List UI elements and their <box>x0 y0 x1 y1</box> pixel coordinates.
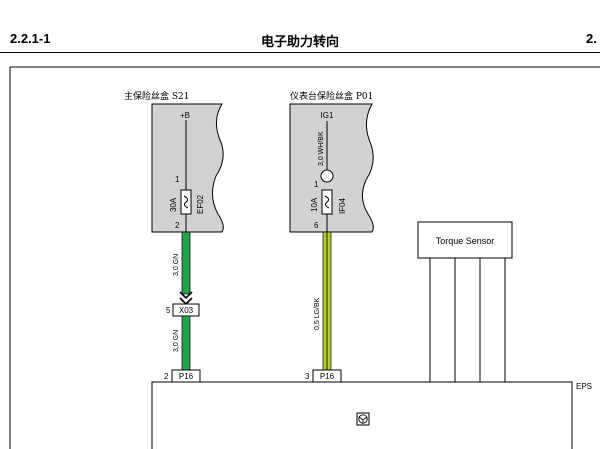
fuse-ef02-element <box>183 195 189 209</box>
connector-p16-b-pin: 3 <box>305 372 310 381</box>
connector-x03-pin: 5 <box>166 306 171 315</box>
connector-p16-b-label: P16 <box>320 372 335 381</box>
fuse-ef02-id: EF02 <box>196 194 205 214</box>
connector-p16-a-pin: 2 <box>164 372 169 381</box>
fuse-ef02-rating: 30A <box>169 197 178 212</box>
fuse-if04-element <box>324 195 330 209</box>
fuse-box-ip <box>289 103 374 233</box>
page-title: 电子助力转向 <box>260 35 339 50</box>
fuse-box-ip-label: 仪表台保险丝盒 P01 <box>290 90 373 102</box>
steering-wheel-icon <box>358 414 368 424</box>
header-rule <box>0 52 600 53</box>
fuse-box-main <box>151 103 224 233</box>
wire-green-upper-label: 3,0 GN <box>173 254 180 276</box>
torque-sensor-label: Torque Sensor <box>436 236 495 246</box>
ip-pin-bottom: 6 <box>314 221 319 230</box>
torque-sensor-box <box>417 221 513 259</box>
ip-supply-label: IG1 <box>321 111 334 120</box>
ip-splice-point <box>320 169 334 183</box>
wire-green-upper <box>181 231 191 295</box>
connector-x03-label: X03 <box>179 306 194 315</box>
section-number-cut: 2. <box>586 31 597 46</box>
eps-module <box>151 381 573 449</box>
fuse-if04-rating: 10A <box>310 197 319 212</box>
wire-green-lower-label: 3,0 GN <box>173 330 180 352</box>
fuse-if04-id: IF04 <box>338 197 347 214</box>
eps-label: EPS <box>576 382 592 391</box>
wire-green-lower <box>181 315 191 371</box>
section-number: 2.2.1-1 <box>10 31 51 46</box>
ip-wire-label: 3,0 WH/BK <box>318 131 325 166</box>
steering-wheel-spokes-icon <box>358 416 368 423</box>
ip-pin-top: 1 <box>314 180 319 189</box>
wire-lgbk-label: 0,5 LG/BK <box>314 297 321 330</box>
main-supply-label: +B <box>180 111 190 120</box>
page-header: 2.2.1-1 电子助力转向 2. <box>0 0 600 53</box>
connector-p16-a-label: P16 <box>179 372 194 381</box>
fuse-box-main-label: 主保险丝盒 S21 <box>124 90 189 102</box>
main-pin-bottom: 2 <box>175 221 180 230</box>
main-pin-top: 1 <box>175 175 180 184</box>
